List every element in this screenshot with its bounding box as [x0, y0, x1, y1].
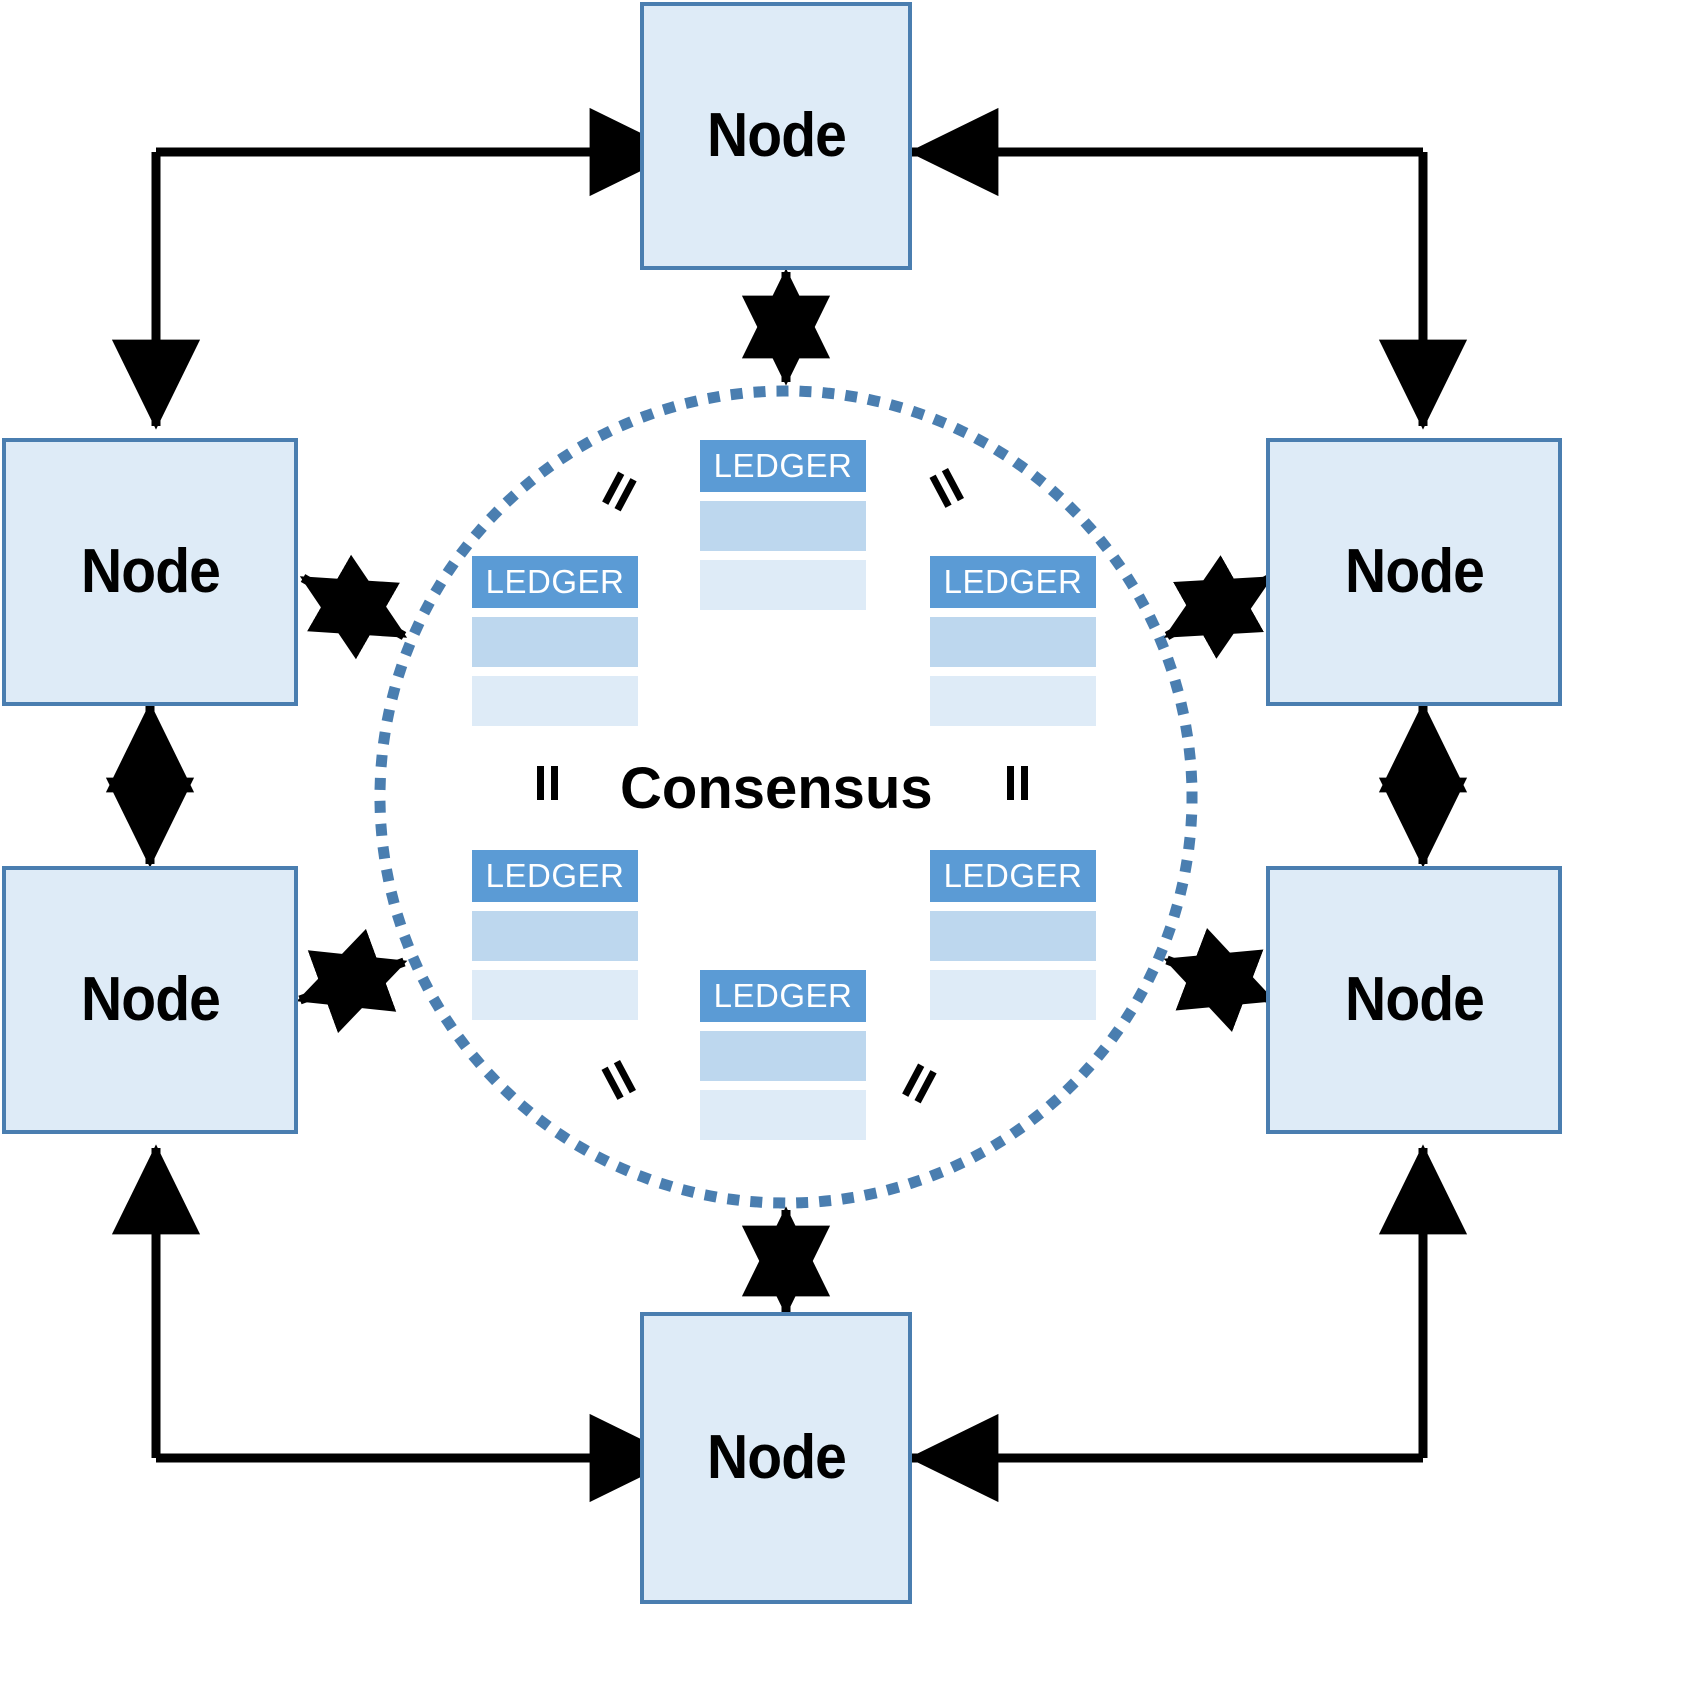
ledger-upper-right-row-1	[930, 617, 1096, 667]
ledger-bottom[interactable]: LEDGER	[700, 970, 866, 1140]
equals-icon-mid-left	[530, 766, 568, 804]
node-bottom-label: Node	[706, 1423, 847, 1492]
ledger-lower-left-row-1	[472, 911, 638, 961]
node-bottom[interactable]: Node	[640, 1312, 912, 1604]
ledger-lower-left[interactable]: LEDGER	[472, 850, 638, 1020]
ledger-upper-right-row-2	[930, 676, 1096, 726]
arrow-leftlower-to-circle	[296, 928, 408, 1034]
ledger-top-row-1	[700, 501, 866, 551]
ledger-lower-left-label: LEDGER	[472, 850, 638, 902]
ledger-bottom-row-1	[700, 1031, 866, 1081]
ledger-lower-right-label: LEDGER	[930, 850, 1096, 902]
arrow-leftupper-to-circle	[299, 554, 408, 660]
node-right-lower[interactable]: Node	[1266, 866, 1562, 1134]
ledger-lower-right-row-2	[930, 970, 1096, 1020]
ledger-lower-right[interactable]: LEDGER	[930, 850, 1096, 1020]
ledger-bottom-label: LEDGER	[700, 970, 866, 1022]
ledger-top[interactable]: LEDGER	[700, 440, 866, 610]
ledger-top-label: LEDGER	[700, 440, 866, 492]
ledger-upper-right[interactable]: LEDGER	[930, 556, 1096, 726]
arrow-rightupper-to-circle	[1163, 555, 1274, 659]
ledger-lower-right-row-1	[930, 911, 1096, 961]
ledger-lower-left-row-2	[472, 970, 638, 1020]
node-left-lower[interactable]: Node	[2, 866, 298, 1134]
node-right-upper[interactable]: Node	[1266, 438, 1562, 706]
consensus-circle	[374, 385, 1198, 1209]
node-right-upper-label: Node	[1344, 537, 1485, 606]
node-left-lower-label: Node	[80, 965, 221, 1034]
node-left-upper-label: Node	[80, 537, 221, 606]
node-left-upper[interactable]: Node	[2, 438, 298, 706]
node-top-label: Node	[706, 101, 847, 170]
ledger-bottom-row-2	[700, 1090, 866, 1140]
ledger-upper-left-row-1	[472, 617, 638, 667]
ledger-top-row-2	[700, 560, 866, 610]
node-right-lower-label: Node	[1344, 965, 1485, 1034]
equals-icon-mid-right	[1000, 766, 1038, 804]
arrow-rightlower-to-circle	[1163, 928, 1276, 1032]
ledger-upper-right-label: LEDGER	[930, 556, 1096, 608]
ledger-upper-left-row-2	[472, 676, 638, 726]
node-top[interactable]: Node	[640, 2, 912, 270]
ledger-upper-left-label: LEDGER	[472, 556, 638, 608]
consensus-label: Consensus	[620, 756, 933, 821]
ledger-upper-left[interactable]: LEDGER	[472, 556, 638, 726]
